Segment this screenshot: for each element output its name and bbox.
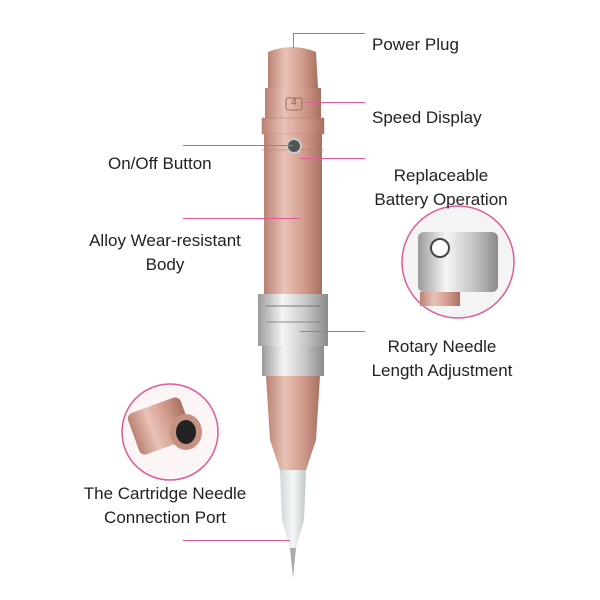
label-rotary-2: Length Adjustment	[371, 361, 513, 380]
rotary-leader	[300, 331, 365, 332]
power-button	[286, 138, 302, 154]
label-rotary: Rotary Needle Length Adjustment	[352, 335, 532, 383]
label-body: Alloy Wear-resistant Body	[70, 229, 260, 277]
label-cartridge: The Cartridge Needle Connection Port	[65, 482, 265, 530]
label-body-2: Body	[145, 255, 185, 274]
cartridge-port-inset	[121, 383, 219, 481]
label-rotary-1: Rotary Needle	[387, 337, 497, 356]
pen-body	[258, 47, 328, 578]
label-battery-1: Replaceable	[393, 166, 489, 185]
speed-display	[285, 97, 303, 111]
body-leader	[183, 218, 300, 219]
speed-value: 4	[291, 97, 297, 108]
battery-inset	[401, 205, 515, 319]
label-speed-display: Speed Display	[372, 108, 482, 127]
power-plug-leader	[293, 33, 294, 48]
battery-leader	[300, 158, 365, 159]
on-off-leader	[183, 145, 293, 146]
label-cartridge-2: Connection Port	[104, 508, 226, 527]
label-body-1: Alloy Wear-resistant	[89, 231, 241, 250]
label-battery: Replaceable Battery Operation	[355, 164, 527, 212]
power-plug-leader-h	[293, 33, 365, 34]
label-battery-2: Battery Operation	[374, 190, 508, 209]
cartridge-leader	[183, 540, 290, 541]
label-on-off: On/Off Button	[108, 154, 212, 173]
speed-display-leader	[305, 102, 365, 103]
label-cartridge-1: The Cartridge Needle	[83, 484, 247, 503]
label-power-plug: Power Plug	[372, 35, 459, 54]
